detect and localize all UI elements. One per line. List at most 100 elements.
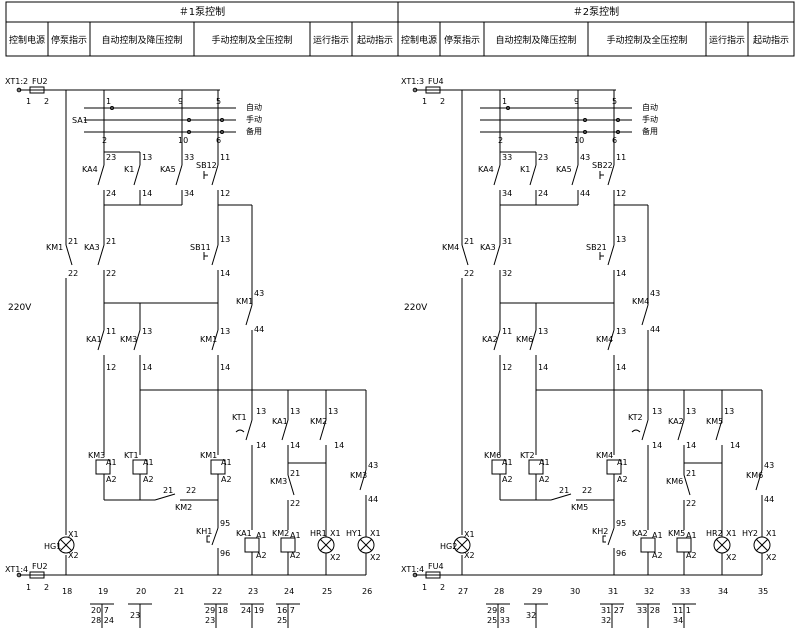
k1-label-2: K1	[520, 165, 530, 174]
km3c-b-2: 44	[764, 495, 774, 504]
col-31: 31	[608, 587, 618, 596]
coil-km3-label: KM3	[88, 451, 105, 460]
sb-b-2: 12	[616, 189, 626, 198]
km2-b-2: 14	[730, 441, 740, 450]
hy-x2: X2	[370, 553, 381, 562]
coil-km2-label-2: KM5	[668, 529, 685, 538]
p2-col-manual: 手动控制及全压控制	[606, 34, 687, 46]
km3-b-2: 14	[538, 363, 548, 372]
switch-mode-standby: 备用	[246, 126, 262, 136]
p1-col-power: 控制电源	[9, 34, 45, 46]
fuse-bottom-2-pin-2: 2	[440, 583, 445, 592]
sw-pin-10: 10	[178, 136, 188, 145]
km3c-label: KM3	[350, 471, 367, 480]
fn2-3-top: 33 28	[637, 606, 660, 615]
circuit-pump-1: XT1:2 FU2 1 2 XT1:4 FU2 1 2 220V KM1 21 …	[5, 77, 381, 628]
coil-km1-a1-2: A1	[617, 458, 628, 467]
circuit-pump-2: XT1:3 FU4 1 2 XT1:4 FU4 1 2 220V KM4 21 …	[401, 77, 777, 628]
coil-km1-a2-2: A2	[617, 475, 628, 484]
kt-label: KT1	[232, 413, 247, 422]
sw-pin-6: 6	[216, 136, 221, 145]
hg-label-2: HG2	[440, 542, 457, 551]
sw2-pin-2: 2	[498, 136, 503, 145]
coil-km3-a1-2: A1	[502, 458, 513, 467]
ka4-b: 24	[106, 189, 116, 198]
km3-label: KM3	[120, 335, 137, 344]
voltage-label: 220V	[8, 303, 32, 313]
p2-col-run: 运行指示	[709, 34, 745, 46]
km-h-a: 43	[254, 289, 264, 298]
fn1-4-top: 16 7	[277, 606, 295, 615]
kt-b-2: 14	[652, 441, 662, 450]
sw-pin-2: 2	[102, 136, 107, 145]
fuse: FU2	[32, 77, 48, 86]
km-p-b-2: 22	[464, 269, 474, 278]
switch-mode-standby-2: 备用	[642, 126, 658, 136]
ka4-label: KA4	[82, 165, 98, 174]
sw-pin-1: 1	[106, 97, 111, 106]
km3b-a-2: 21	[686, 469, 696, 478]
fn1-4-bottom: 25	[277, 616, 287, 625]
sb1-b: 14	[220, 269, 230, 278]
kh-label-2: KH2	[592, 527, 608, 536]
fuse-bottom-2-pin-1: 1	[422, 583, 427, 592]
km-h-b: 44	[254, 325, 264, 334]
fuse-2-pin-2: 2	[440, 97, 445, 106]
fn1-0-top: 20 7	[91, 606, 109, 615]
switch-mode-auto-2: 自动	[642, 102, 658, 112]
k1-a: 13	[142, 153, 152, 162]
header-table: ＃1泵控制 ＃2泵控制 控制电源 停泵指示 自动控制及降压控制 手动控制及全压控…	[5, 1, 795, 57]
sw2-pin-1: 1	[502, 97, 507, 106]
sb-label: SB12	[196, 161, 217, 170]
p1-col-manual: 手动控制及全压控制	[211, 34, 292, 46]
fn2-2-bottom: 32	[601, 616, 611, 625]
hr-x1: X1	[330, 529, 341, 538]
ka5-label-2: KA5	[556, 165, 572, 174]
ka3-b-2: 32	[502, 269, 512, 278]
switch-mode-manual: 手动	[246, 114, 262, 124]
coil-km1-a2: A2	[221, 475, 232, 484]
coil-km3-a2: A2	[106, 475, 117, 484]
fuse-pin-2: 2	[44, 97, 49, 106]
coil-km1-a1: A1	[221, 458, 232, 467]
k1-b: 14	[142, 189, 152, 198]
k1-b-2: 24	[538, 189, 548, 198]
p2-col-start: 起动指示	[753, 34, 789, 46]
hr-x1-2: X1	[726, 529, 737, 538]
sb1-label-2: SB21	[586, 243, 607, 252]
kh-b: 96	[220, 549, 230, 558]
coil-km3-a1: A1	[106, 458, 117, 467]
pump2-title: ＃2泵控制	[573, 5, 619, 18]
sb-a-2: 11	[616, 153, 626, 162]
ka3-a: 21	[106, 237, 116, 246]
km2b-label: KM2	[175, 503, 192, 512]
hg-x1: X1	[68, 530, 79, 539]
ka1-label: KA1	[86, 335, 102, 344]
k1-label: K1	[124, 165, 134, 174]
km1-label-2: KM4	[596, 335, 613, 344]
fn2-0-bottom: 25 33	[487, 616, 510, 625]
coil-km1-label: KM1	[200, 451, 217, 460]
col-29: 29	[532, 587, 542, 596]
col-24: 24	[284, 587, 294, 596]
sw2-pin-10: 10	[574, 136, 584, 145]
ka-r-label: KA1	[272, 417, 288, 426]
footnotes-right: 29 8 25 33 32 31 27 32 33 28 11 1 34	[486, 603, 696, 628]
switch-mode-manual-2: 手动	[642, 114, 658, 124]
ka-r-b-2: 14	[686, 441, 696, 450]
fuse-2: FU4	[428, 77, 444, 86]
hy-x1-2: X1	[766, 529, 777, 538]
ka-r-a-2: 13	[686, 407, 696, 416]
ka4-a: 23	[106, 153, 116, 162]
col-28: 28	[494, 587, 504, 596]
hg-label: HG1	[44, 542, 61, 551]
km2b-b-2: 22	[582, 486, 592, 495]
coil-kt1-label: KT1	[124, 451, 139, 460]
coil-km2-a1: A1	[290, 531, 301, 540]
coil-ka1-a1: A1	[256, 531, 267, 540]
hg-x1-2: X1	[464, 530, 475, 539]
coil-km3-a2-2: A2	[502, 475, 513, 484]
hr-label: HR1	[310, 529, 327, 538]
km3b-a: 21	[290, 469, 300, 478]
